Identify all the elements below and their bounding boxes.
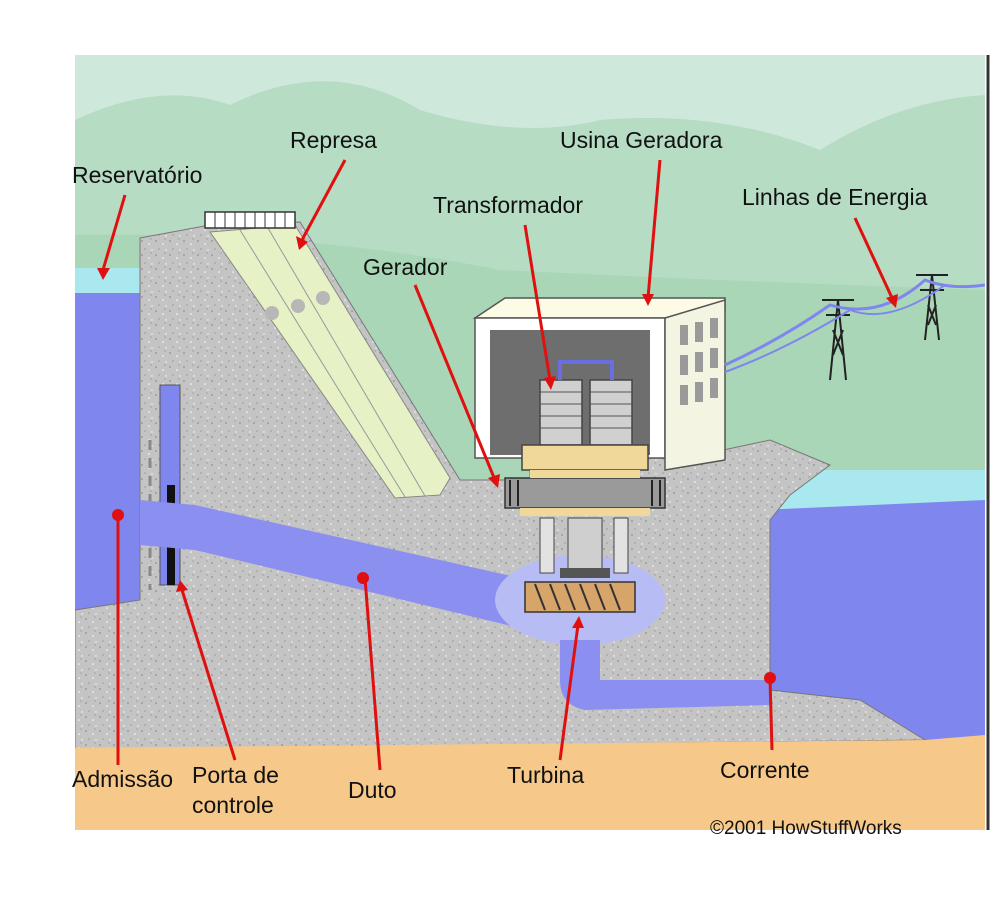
power-line-towers [822, 274, 948, 381]
transformers [539, 360, 633, 446]
river-surface [760, 470, 985, 510]
label-linhas-de-energia: Linhas de Energia [742, 184, 928, 210]
turbine-wheel [524, 581, 636, 613]
label-pointers [97, 159, 898, 771]
draft-tube [560, 640, 770, 710]
label-corrente: Corrente [720, 757, 809, 783]
turbine-shaft [539, 517, 629, 578]
label-admissao: Admissão [72, 766, 173, 792]
label-gerador: Gerador [363, 254, 448, 280]
label-duto: Duto [348, 777, 397, 803]
label-usina-geradora: Usina Geradora [560, 127, 723, 153]
label-porta-de-controle-2: controle [192, 792, 274, 818]
generator [504, 444, 666, 516]
label-reservatorio: Reservatório [72, 162, 202, 188]
label-porta-de-controle-1: Porta de [192, 762, 279, 788]
label-turbina: Turbina [507, 762, 584, 788]
label-transformador: Transformador [433, 192, 583, 218]
label-represa: Represa [290, 127, 377, 153]
dam-concrete [75, 221, 927, 751]
dam-crane [204, 211, 296, 229]
penstock [140, 500, 520, 628]
copyright-text: ©2001 HowStuffWorks [710, 818, 902, 839]
ground [75, 735, 985, 830]
